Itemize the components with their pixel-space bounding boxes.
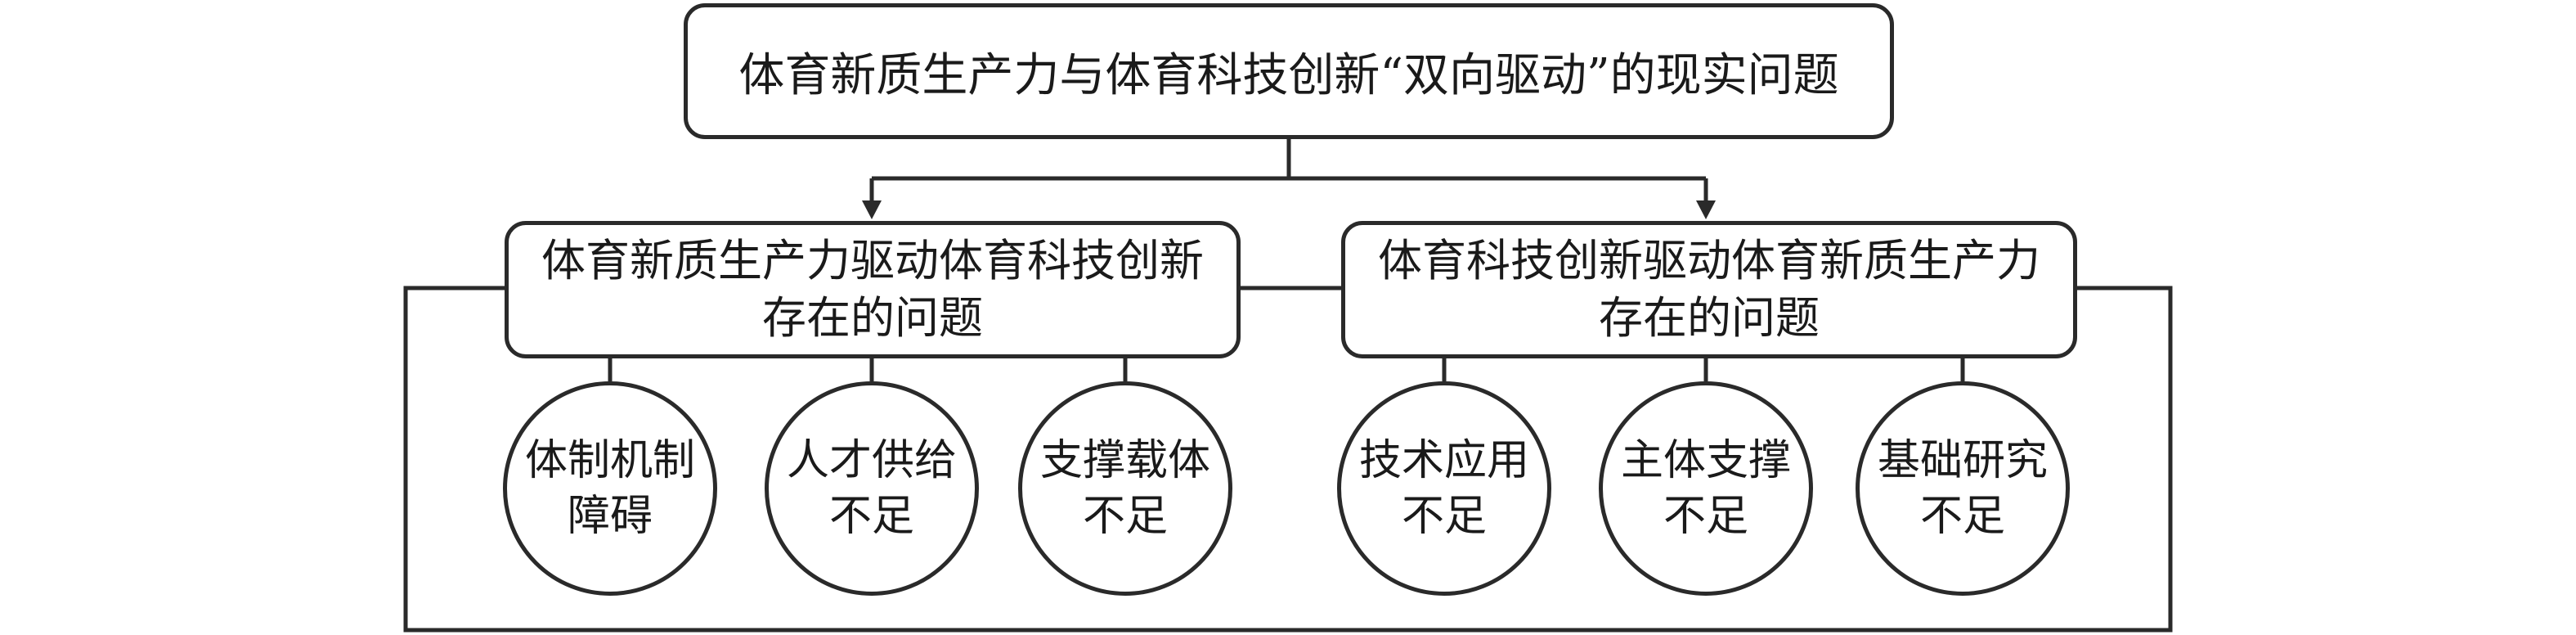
issue-label-line2: 不足 [1082, 492, 1168, 541]
issue-label-line2: 不足 [1663, 492, 1748, 541]
issue-label-line1: 基础研究 [1877, 436, 2048, 485]
issue-label-line2: 不足 [1919, 492, 2005, 541]
issue-label-line1: 体制机制 [524, 436, 695, 485]
branch-right-title-line1: 体育科技创新驱动体育新质生产力 [1378, 235, 2040, 286]
issue-circle-basic-research: 基础研究 不足 [1856, 381, 2070, 596]
issue-label-line1: 人才供给 [786, 436, 957, 485]
issue-label-line1: 主体支撑 [1620, 436, 1791, 485]
issue-circle-tech-application: 技术应用 不足 [1337, 381, 1551, 596]
issue-label-line1: 支撑载体 [1039, 436, 1210, 485]
issue-circle-subject-support: 主体支撑 不足 [1599, 381, 1813, 596]
arrowhead-left [862, 200, 882, 219]
branch-left-title-line2: 存在的问题 [762, 292, 983, 344]
issue-circle-talent: 人才供给 不足 [765, 381, 979, 596]
root-problem-label: 体育新质生产力与体育科技创新“双向驱动”的现实问题 [738, 48, 1839, 102]
issue-label-line2: 不足 [828, 492, 914, 541]
issue-label-line2: 障碍 [567, 492, 653, 541]
branch-left-box: 体育新质生产力驱动体育科技创新 存在的问题 [505, 221, 1241, 358]
issue-circle-institutional: 体制机制 障碍 [503, 381, 717, 596]
arrowhead-right [1696, 200, 1716, 219]
issue-circle-support-carrier: 支撑载体 不足 [1018, 381, 1232, 596]
branch-left-title-line1: 体育新质生产力驱动体育科技创新 [541, 235, 1204, 286]
issue-label-line2: 不足 [1401, 492, 1487, 541]
branch-right-box: 体育科技创新驱动体育新质生产力 存在的问题 [1341, 221, 2077, 358]
root-problem-box: 体育新质生产力与体育科技创新“双向驱动”的现实问题 [684, 3, 1894, 139]
outer-frame-line [403, 286, 2173, 633]
issue-label-line1: 技术应用 [1358, 436, 1529, 485]
branch-right-title-line2: 存在的问题 [1599, 292, 1820, 344]
